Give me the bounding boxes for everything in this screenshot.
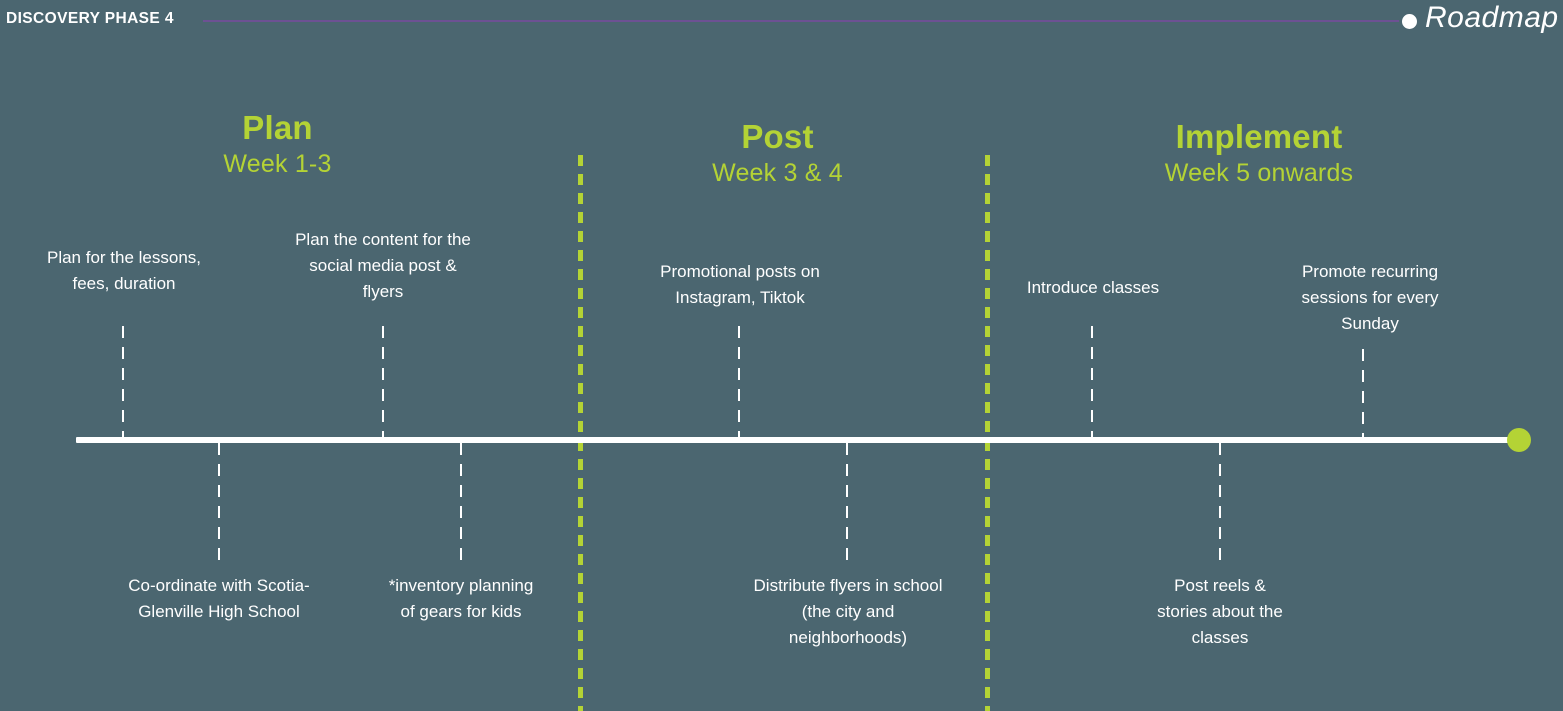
milestone-label-below-3: Distribute flyers in school (the city an… bbox=[753, 576, 943, 647]
phase-title: Post bbox=[741, 118, 814, 155]
brand-label: Roadmap bbox=[1425, 1, 1559, 34]
connector-above-2 bbox=[382, 326, 384, 438]
connector-above-3 bbox=[738, 326, 740, 438]
milestone-label-above-5: Promote recurring sessions for every Sun… bbox=[1301, 262, 1439, 333]
phase-heading-post: Post Week 3 & 4 bbox=[650, 117, 905, 189]
phase-divider-plan-post bbox=[578, 155, 583, 711]
connector-above-5 bbox=[1362, 349, 1364, 438]
connector-below-2 bbox=[460, 443, 462, 565]
phase-heading-plan: Plan Week 1-3 bbox=[150, 108, 405, 180]
timeline-end-dot-icon bbox=[1507, 428, 1531, 452]
milestone-label-above-4: Introduce classes bbox=[1026, 278, 1160, 297]
phase-subtitle: Week 3 & 4 bbox=[712, 159, 843, 187]
phase-divider-post-implement bbox=[985, 155, 990, 711]
phase-title: Implement bbox=[1175, 118, 1343, 155]
phase-heading-implement: Implement Week 5 onwards bbox=[1130, 117, 1388, 189]
filled-circle-icon bbox=[1402, 14, 1417, 29]
milestone-label-below-1: Co-ordinate with Scotia- Glenville High … bbox=[128, 576, 310, 621]
connector-below-4 bbox=[1219, 443, 1221, 565]
milestone-label-above-2: Plan the content for the social media po… bbox=[295, 230, 471, 301]
milestone-label-below-4: Post reels & stories about the classes bbox=[1157, 576, 1283, 647]
milestone-label-below-2: *inventory planning of gears for kids bbox=[388, 576, 534, 621]
timeline-axis bbox=[76, 437, 1519, 443]
connector-below-3 bbox=[846, 443, 848, 565]
header-divider-line bbox=[203, 20, 1399, 22]
connector-above-1 bbox=[122, 326, 124, 438]
page-title: DISCOVERY PHASE 4 bbox=[6, 10, 174, 27]
connector-below-1 bbox=[218, 443, 220, 565]
connector-above-4 bbox=[1091, 326, 1093, 438]
phase-title: Plan bbox=[242, 109, 313, 146]
phase-subtitle: Week 5 onwards bbox=[1164, 159, 1354, 187]
milestone-label-above-1: Plan for the lessons, fees, duration bbox=[46, 248, 202, 293]
phase-subtitle: Week 1-3 bbox=[223, 150, 332, 178]
milestone-label-above-3: Promotional posts on Instagram, Tiktok bbox=[660, 262, 820, 307]
